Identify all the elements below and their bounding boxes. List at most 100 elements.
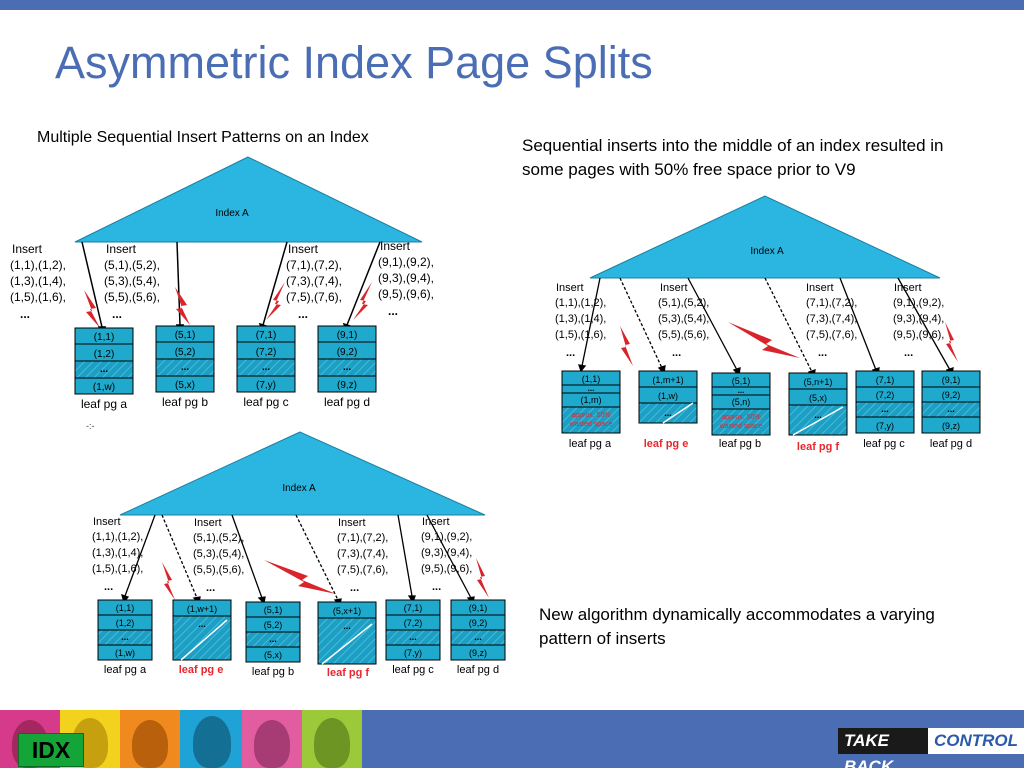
- leaf-page-e: (1,w+1) ...: [172, 599, 232, 661]
- index-label: Index A: [282, 483, 316, 494]
- leaf-page-c: (7,1) (7,2) ... (7,y): [855, 370, 915, 434]
- leaf-cell: (9,2): [337, 347, 358, 358]
- leaf-cell: (5,x): [264, 650, 282, 660]
- leaf-cell: (9,1): [337, 330, 358, 341]
- insert-line: ...: [104, 581, 113, 593]
- leaf-cell: (9,z): [337, 380, 357, 391]
- leaf-cell: ...: [881, 404, 889, 414]
- leaf-page-f: (5,n+1) (5,x) ...: [788, 372, 848, 436]
- insert-line: (7,3),(7,4),: [337, 548, 388, 560]
- leaf-label-a: leaf pg a: [104, 664, 147, 676]
- leaf-cell: (5,x+1): [333, 606, 361, 616]
- insert-label: Insert: [93, 516, 121, 528]
- take-back-control-logo: TAKE BACK CONTROL: [838, 728, 1024, 776]
- leaf-cell: ...: [262, 362, 271, 373]
- insert-line: ...: [818, 347, 827, 359]
- insert-label: Insert: [556, 282, 584, 294]
- insert-line: (9,3),(9,4),: [378, 271, 434, 285]
- insert-label: Insert: [660, 282, 688, 294]
- leaf-label-f: leaf pg f: [327, 667, 370, 679]
- leaf-cell: (1,m): [581, 395, 602, 405]
- insert-list-d: Insert (9,1),(9,2), (9,3),(9,4), (9,5),(…: [421, 516, 472, 593]
- insert-line: ...: [298, 307, 308, 321]
- leaf-cell: (7,1): [876, 375, 895, 385]
- insert-line: ...: [672, 347, 681, 359]
- insert-label: Insert: [194, 517, 222, 529]
- leaf-cell: (1,1): [116, 603, 135, 613]
- pointer-arrows: [121, 514, 475, 607]
- insert-line: (5,5),(5,6),: [658, 329, 709, 341]
- leaf-page-b: (5,1) (5,2) ... (5,x): [245, 601, 301, 663]
- index-label: Index A: [750, 246, 784, 257]
- insert-list-d: Insert (9,1),(9,2), (9,3),(9,4), (9,5),(…: [378, 239, 434, 318]
- wasted-note: wasted space: [719, 423, 763, 430]
- insert-list-a: Insert (1,1),(1,2), (1,3),(1,4), (1,5),(…: [10, 242, 66, 321]
- insert-label: Insert: [380, 239, 411, 253]
- wasted-note: approx. 50%: [721, 414, 760, 421]
- leaf-page-b: (5,1) ... (5,n) approx. 50% wasted space: [711, 372, 771, 436]
- insert-line: ...: [112, 307, 122, 321]
- leaf-page-d: (9,1) (9,2) ... (9,z): [450, 599, 506, 661]
- leaf-label-d: leaf pg d: [457, 664, 499, 676]
- insert-label: Insert: [106, 242, 137, 256]
- insert-line: (5,1),(5,2),: [104, 258, 160, 272]
- leaf-label-b: leaf pg b: [252, 666, 294, 678]
- leaf-cell: (7,y): [876, 421, 894, 431]
- insert-line: (5,1),(5,2),: [658, 297, 709, 309]
- insert-line: (5,5),(5,6),: [193, 564, 244, 576]
- leaf-label-d: leaf pg d: [324, 395, 370, 409]
- insert-label: Insert: [12, 242, 43, 256]
- insert-line: (5,1),(5,2),: [193, 532, 244, 544]
- leaf-cell: (1,1): [582, 374, 601, 384]
- slide-title: Asymmetric Index Page Splits: [55, 37, 653, 88]
- leaf-label-c: leaf pg c: [863, 438, 905, 450]
- insert-line: (9,3),(9,4),: [421, 547, 472, 559]
- index-triangle: [119, 431, 486, 516]
- caption-bottom: New algorithm dynamically accommodates a…: [539, 605, 935, 648]
- caption-left: Multiple Sequential Insert Patterns on a…: [37, 129, 369, 146]
- insert-line: (1,5),(1,6),: [10, 290, 66, 304]
- leaf-cell: ...: [664, 408, 672, 418]
- wasted-note: approx. 50%: [571, 412, 610, 419]
- insert-line: (7,3),(7,4),: [806, 313, 857, 325]
- insert-list-c: Insert (7,1),(7,2), (7,3),(7,4), (7,5),(…: [337, 517, 388, 594]
- leaf-cell: (1,2): [94, 349, 115, 360]
- face-silhouette: [132, 720, 168, 768]
- insert-list-c: Insert (7,1),(7,2), (7,3),(7,4), (7,5),(…: [806, 282, 857, 359]
- leaf-cell: (5,n+1): [804, 377, 833, 387]
- insert-line: (1,3),(1,4),: [92, 547, 143, 559]
- leaf-cell: (9,1): [942, 375, 961, 385]
- leaf-label-c: leaf pg c: [243, 395, 288, 409]
- insert-line: (9,5),(9,6),: [421, 563, 472, 575]
- leaf-page-b: (5,1) (5,2) ... (5,x): [155, 325, 215, 393]
- leaf-cell: (1,2): [116, 618, 135, 628]
- leaf-cell: (5,1): [175, 330, 196, 341]
- insert-line: (9,1),(9,2),: [893, 297, 944, 309]
- face-silhouette: [193, 716, 231, 768]
- leaf-cell: (9,2): [942, 390, 961, 400]
- leaf-cell: ...: [814, 410, 822, 420]
- wasted-note: wasted space: [569, 421, 613, 428]
- insert-line: (7,5),(7,6),: [286, 290, 342, 304]
- leaf-cell: (1,w): [658, 391, 678, 401]
- insert-label: Insert: [422, 516, 450, 528]
- insert-list-b: Insert (5,1),(5,2), (5,3),(5,4), (5,5),(…: [658, 282, 709, 359]
- insert-line: (5,5),(5,6),: [104, 290, 160, 304]
- leaf-label-d: leaf pg d: [930, 438, 972, 450]
- face-silhouette: [314, 718, 350, 768]
- insert-line: (7,1),(7,2),: [286, 258, 342, 272]
- insert-line: (9,1),(9,2),: [421, 531, 472, 543]
- insert-bolts: [162, 558, 489, 600]
- leaf-cell: (9,z): [469, 648, 487, 658]
- leaf-label-e: leaf pg e: [644, 438, 689, 450]
- insert-list-a: Insert (1,1),(1,2), (1,3),(1,4), (1,5),(…: [92, 516, 143, 593]
- leaf-page-d: (9,1) (9,2) ... (9,z): [921, 370, 981, 434]
- insert-line: ...: [566, 347, 575, 359]
- index-triangle: [589, 195, 941, 279]
- insert-line: (1,1),(1,2),: [555, 297, 606, 309]
- leaf-page-c: (7,1) (7,2) ... (7,y): [236, 325, 296, 393]
- leaf-cell: ...: [474, 632, 482, 642]
- leaf-label-f: leaf pg f: [797, 441, 840, 453]
- diagram-new-algorithm: Index A Insert (1,1),(1,2), (1,3),(1,4),…: [92, 431, 506, 679]
